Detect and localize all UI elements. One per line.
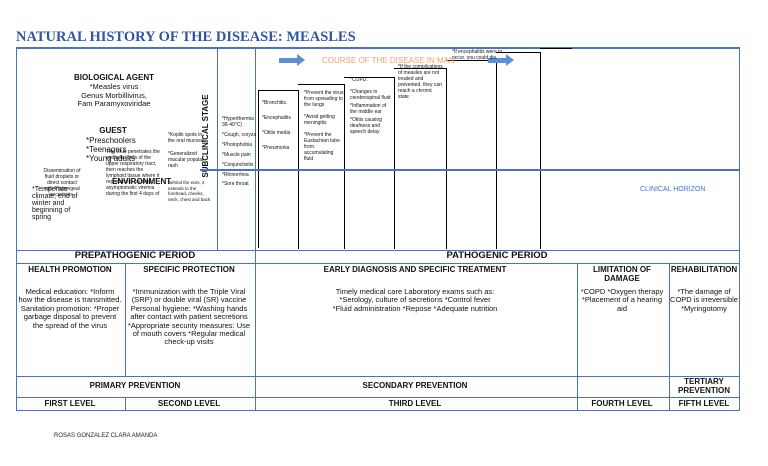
complications-col-4: *If the complications of measles are not…: [398, 64, 443, 100]
limitation-cell: *COPD *Oxygen therapy *Placement of a he…: [580, 287, 664, 313]
fourth-level: FOURTH LEVEL: [591, 399, 653, 408]
guest-lines: *Preschoolers *Teenagers *Young adults: [86, 136, 136, 163]
second-level: SECOND LEVEL: [157, 399, 221, 408]
clinical-horizon-line: [200, 169, 740, 171]
third-level: THIRD LEVEL: [388, 399, 442, 408]
stair-step-5: [446, 60, 497, 249]
limitation-header: LIMITATION OF DAMAGE: [593, 265, 651, 283]
primary-prevention: PRIMARY PREVENTION: [89, 381, 181, 390]
clinical-signs: *Hyperthermia 38-40°C) *Cough, coryza *P…: [222, 116, 257, 187]
stair-step-2: [298, 84, 345, 249]
arrow-right-icon: [279, 58, 297, 63]
subclinical-stage-label: SUBCLINICAL STAGE: [201, 94, 210, 178]
author-name: ROSAS GONZALEZ CLARA AMANDA: [54, 433, 158, 439]
stair-step-4: [394, 68, 447, 249]
health-promotion-header: HEALTH PROMOTION: [28, 265, 112, 274]
agent-lines: *Measles virus Genus Morbillivirus, Fam …: [77, 82, 151, 108]
clinical-horizon-label: CLINICAL HORIZON: [640, 186, 706, 193]
agent-heading: BIOLOGICAL AGENT: [74, 73, 154, 82]
environment-lines: *Temperate climate, end of winter and be…: [32, 186, 78, 221]
rash-text: *Generalized macular popular rash: [168, 151, 204, 169]
complications-col-5: *If encephalitis were to occur, you coul…: [452, 49, 503, 61]
rash-spread-text: Behind the ears, it extends to the foreh…: [168, 180, 211, 202]
first-level: FIRST LEVEL: [44, 399, 96, 408]
early-diagnosis-cell: Timely medical care Laboratory exams suc…: [332, 287, 498, 313]
specific-protection-header: SPECIFIC PROTECTION: [143, 265, 235, 274]
stair-step-7: [540, 48, 572, 249]
stair-step-3: [344, 77, 395, 249]
secondary-prevention: SECONDARY PREVENTION: [362, 381, 468, 390]
stair-step-6: [496, 52, 541, 249]
page-title: NATURAL HISTORY OF THE DISEASE: MEASLES: [16, 27, 740, 49]
fifth-level: FIFTH LEVEL: [678, 399, 730, 408]
early-diagnosis-header: EARLY DIAGNOSIS AND SPECIFIC TREATMENT: [323, 265, 507, 274]
pathogenesis-text: The virus penetrates the epithelial cell…: [106, 149, 160, 197]
pathogenic-period-header: PATHOGENIC PERIOD: [446, 250, 548, 261]
rehabilitation-header: REHABILITATION: [670, 265, 738, 274]
transmission-text: Dissemination of fluid droplets or direc…: [43, 168, 81, 198]
natural-history-table: [16, 48, 740, 411]
tertiary-prevention: TERTIARY PREVENTION: [677, 377, 730, 395]
specific-protection-cell: *Immunization with the Triple Viral (SRP…: [127, 287, 251, 347]
rehabilitation-cell: *The damage of COPD is irreversible *Myr…: [670, 287, 738, 313]
health-promotion-cell: Medical education: *Inform how the disea…: [18, 287, 122, 330]
complications-col-3: *COPD. *Changes in cerebrospinal fluid *…: [350, 77, 391, 135]
complications-col-2: *Prevent the virus from spreading to the…: [304, 90, 344, 162]
environment-heading: ENVIRONMENT: [112, 177, 172, 186]
course-of-disease-label: COURSE OF THE DISEASE IN MAN: [322, 56, 455, 65]
guest-heading: GUEST: [99, 126, 127, 135]
koplik-text: *Koplik spots in the oral mucosa: [168, 132, 204, 144]
prepathogenic-period-header: PREPATHOGENIC PERIOD: [74, 250, 196, 261]
complications-col-1: *Bronchitis. *Encephalitis *Otitis media…: [262, 100, 291, 151]
arrow-right-icon-2: [488, 58, 506, 63]
